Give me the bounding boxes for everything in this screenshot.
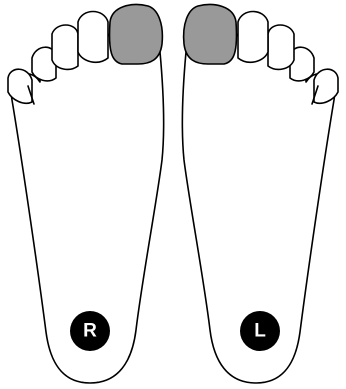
left-toe-second (238, 12, 268, 63)
right-foot: R (8, 5, 164, 383)
right-toe-third (52, 25, 78, 69)
left-foot-label: L (254, 321, 266, 342)
right-toe-second (78, 12, 108, 63)
left-toe-third (268, 25, 294, 69)
left-big-toe (184, 5, 237, 64)
right-foot-label: R (83, 321, 97, 342)
right-big-toe (110, 5, 163, 64)
